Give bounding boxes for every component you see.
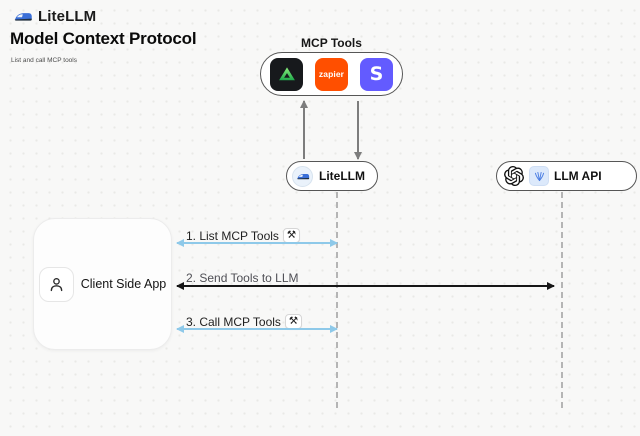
litellm-logo-icon — [14, 13, 32, 21]
message-3-label: 3. Call MCP Tools ⚒ — [186, 314, 302, 329]
litellm-node: LiteLLM — [286, 161, 378, 191]
page-subtitle: List and call MCP tools — [11, 57, 77, 64]
arrowhead-left-icon — [176, 282, 184, 290]
arrow-mcp-to-litellm — [354, 101, 362, 160]
litellm-lifeline — [336, 192, 338, 408]
client-side-app-label: Client Side App — [80, 277, 167, 291]
arrowhead-right-icon — [547, 282, 555, 290]
litellm-node-label: LiteLLM — [319, 169, 365, 183]
tools-icon: ⚒ — [282, 228, 300, 243]
message-2-arrow — [176, 282, 555, 290]
brand: LiteLLM — [13, 6, 96, 26]
llm-api-node: LLM API — [496, 161, 637, 191]
green-triangle-tool-icon — [270, 57, 303, 91]
arrow-litellm-to-mcp — [300, 100, 308, 159]
tools-icon: ⚒ — [284, 314, 302, 329]
zapier-icon: zapier — [315, 57, 348, 91]
litellm-node-logo-icon — [292, 165, 313, 187]
client-side-app-node: Client Side App — [33, 218, 172, 350]
message-2-label: 2. Send Tools to LLM — [186, 271, 299, 285]
message-1-arrow — [176, 239, 338, 247]
mcp-tools-node: zapier S — [260, 52, 403, 96]
arrowhead-down-icon — [354, 152, 362, 160]
page-title: Model Context Protocol — [10, 29, 197, 48]
llm-api-lifeline — [561, 192, 563, 408]
arrowhead-left-icon — [176, 325, 184, 333]
arrowhead-right-icon — [330, 325, 338, 333]
arrowhead-left-icon — [176, 239, 184, 247]
person-icon — [38, 266, 74, 302]
llm-api-node-label: LLM API — [554, 169, 602, 183]
llm-provider-icon — [529, 166, 549, 186]
brand-name: LiteLLM — [38, 7, 97, 25]
mcp-tools-label: MCP Tools — [301, 36, 362, 50]
arrowhead-right-icon — [330, 239, 338, 247]
arrowhead-up-icon — [300, 100, 308, 108]
message-1-label: 1. List MCP Tools ⚒ — [186, 228, 300, 243]
message-3-arrow — [176, 325, 338, 333]
openai-logo-icon — [504, 166, 524, 186]
stripe-icon: S — [360, 57, 393, 91]
